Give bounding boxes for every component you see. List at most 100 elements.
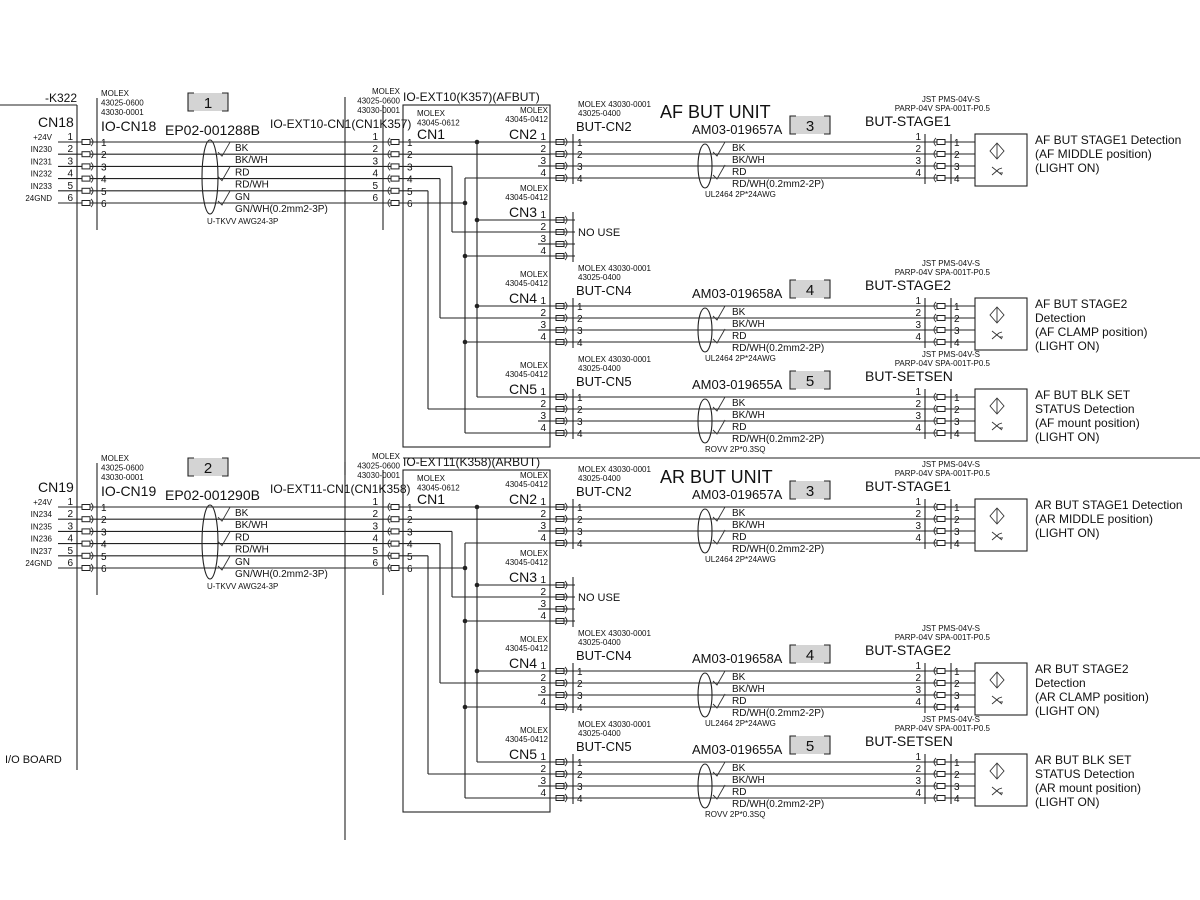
contact-arc xyxy=(933,690,937,700)
plug-maker: MOLEX xyxy=(101,89,130,98)
sensor-diamond xyxy=(989,507,1005,525)
contact-arc xyxy=(90,563,94,573)
contact-body xyxy=(936,151,946,157)
plug-name: BUT-CN4 xyxy=(576,283,632,298)
pin-number: 1 xyxy=(954,667,960,678)
pin-number: 1 xyxy=(407,138,413,149)
connector-contact-icon xyxy=(933,781,946,791)
sensor-diamond xyxy=(989,142,1005,160)
plug-part: 43025-0400 xyxy=(578,364,621,373)
pin-number: 2 xyxy=(540,144,546,155)
pin-number: 1 xyxy=(67,497,73,508)
pin-number: 4 xyxy=(407,540,413,551)
branch-cn-label: CN4 xyxy=(509,290,537,306)
pin-number: 1 xyxy=(915,296,921,307)
pin-number: 1 xyxy=(101,138,107,149)
contact-body xyxy=(390,565,400,571)
contact-body xyxy=(390,163,400,170)
branch-cn-label: CN5 xyxy=(509,746,537,762)
contact-arc xyxy=(933,161,937,171)
twisted-pair-mark xyxy=(712,670,726,686)
harness-number-box: 5 xyxy=(789,735,831,755)
unit-title: AF BUT UNIT xyxy=(660,102,771,122)
plug-part: 43030-0001 xyxy=(101,108,144,117)
signal-label: IN231 xyxy=(31,157,53,166)
plug-part: 43025-0600 xyxy=(101,464,144,473)
wire-color-label: BK xyxy=(732,672,746,683)
sensor-conn-part: PARP-04V SPA-001T-P0.5 xyxy=(895,104,991,113)
pin-number: 6 xyxy=(101,564,107,575)
number-box-fill xyxy=(790,116,830,134)
plug-maker: MOLEX 43030-0001 xyxy=(578,629,651,638)
pin-number: 2 xyxy=(67,144,73,155)
pin-number: 1 xyxy=(954,503,960,514)
pin-number: 4 xyxy=(372,534,378,545)
harness-part-number: EP02-001290B xyxy=(165,487,260,503)
source-connector-label: CN19 xyxy=(38,479,74,495)
contact-arc xyxy=(933,325,937,335)
harness-part-number: EP02-001288B xyxy=(165,122,260,138)
pin-number: 2 xyxy=(540,509,546,520)
signal-label: IN233 xyxy=(31,182,53,191)
wire-color-label: BK xyxy=(732,143,746,154)
pin-number: 4 xyxy=(67,534,73,545)
pin-number: 4 xyxy=(540,168,546,179)
contact-arc xyxy=(933,337,937,347)
twisted-pair-mark xyxy=(712,141,726,157)
sensor-description: (AF MIDDLE position) xyxy=(1035,147,1152,161)
signal-label: IN237 xyxy=(31,547,53,556)
junction-dot xyxy=(462,339,468,345)
contact-arc xyxy=(90,162,94,171)
sensor-light-mark xyxy=(991,421,1003,431)
pin-number: 1 xyxy=(540,210,546,221)
branch-cn-label: CN3 xyxy=(509,204,537,220)
contact-arc xyxy=(933,793,937,803)
contact-arc xyxy=(933,428,937,438)
ext-plug-maker: MOLEX xyxy=(372,452,401,461)
cable-shield-oval xyxy=(697,508,713,554)
number-box-fill xyxy=(790,280,830,298)
sensor-conn-name: BUT-STAGE1 xyxy=(865,113,951,129)
contact-body xyxy=(936,795,946,801)
sensor-description: (LIGHT ON) xyxy=(1035,339,1099,353)
wire-color-label: BK/WH xyxy=(235,520,268,531)
sensor-box xyxy=(974,498,1028,552)
sensor-conn-name: BUT-SETSEN xyxy=(865,368,953,384)
pin-number: 3 xyxy=(540,320,546,331)
sensor-conn-part: PARP-04V SPA-001T-P0.5 xyxy=(895,633,991,642)
wire-color-label: RD xyxy=(235,167,249,178)
pin-number: 4 xyxy=(577,429,583,440)
contact-arc xyxy=(933,149,937,159)
branch-cn-part: 43045-0412 xyxy=(505,644,548,653)
pin-number: 1 xyxy=(954,758,960,769)
pin-number: 3 xyxy=(407,162,413,173)
contact-body xyxy=(936,175,946,181)
pin-number: 1 xyxy=(915,661,921,672)
pin-number: 3 xyxy=(577,782,583,793)
number-box-bracket xyxy=(187,92,229,112)
sensor-description: (AR CLAMP position) xyxy=(1035,690,1149,704)
connector-contact-icon xyxy=(81,514,94,524)
wire-color-label: RD/WH(0.2mm2-2P) xyxy=(732,708,824,719)
pin-number: 3 xyxy=(577,691,583,702)
ext-plug-maker: MOLEX xyxy=(372,87,401,96)
connector-contact-icon xyxy=(933,337,946,347)
sensor-description: STATUS Detection xyxy=(1035,767,1135,781)
harness-number: 2 xyxy=(204,460,212,477)
pin-number: 3 xyxy=(540,685,546,696)
cn1-maker: MOLEX xyxy=(417,109,446,118)
connector-contact-icon xyxy=(81,198,94,208)
plug-part: 43025-0600 xyxy=(101,99,144,108)
wire-color-label: RD/WH(0.2mm2-2P) xyxy=(732,544,824,555)
plug-maker: MOLEX 43030-0001 xyxy=(578,264,651,273)
sensor-description: Detection xyxy=(1035,676,1086,690)
sensor-conn-part: PARP-04V SPA-001T-P0.5 xyxy=(895,268,991,277)
wire-color-label: BK/WH xyxy=(732,520,765,531)
contact-arc xyxy=(387,551,391,561)
pin-number: 1 xyxy=(954,138,960,149)
board-ref-label: -K322 xyxy=(45,91,77,105)
wire-color-label: RD xyxy=(732,532,746,543)
pin-number: 4 xyxy=(915,423,921,434)
pin-number: 1 xyxy=(540,661,546,672)
